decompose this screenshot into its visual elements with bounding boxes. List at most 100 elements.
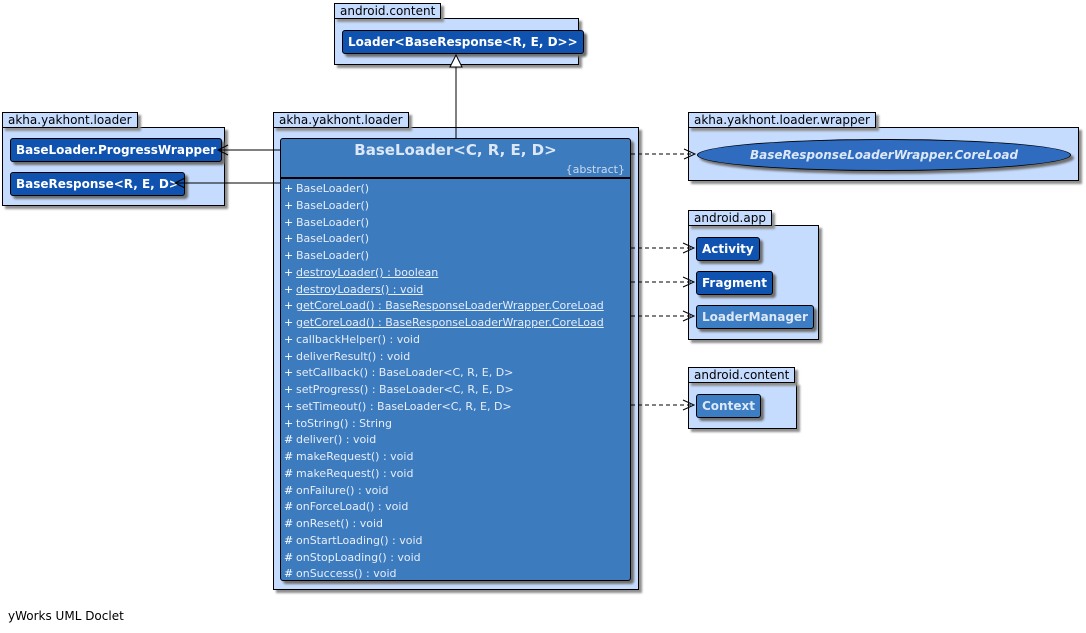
dependency-arrowhead-activity	[682, 242, 696, 254]
operation-signature: onSuccess() : void	[296, 567, 397, 581]
operation-row[interactable]: #makeRequest() : void	[284, 449, 626, 466]
public-marker: +	[284, 316, 294, 329]
operation-signature: BaseLoader()	[296, 182, 370, 195]
dependency-arrowhead-fragment	[682, 276, 696, 288]
protected-marker: #	[284, 433, 294, 447]
operation-row[interactable]: +getCoreLoad() : BaseResponseLoaderWrapp…	[284, 315, 626, 332]
operation-signature: BaseLoader()	[296, 215, 370, 229]
association-arrowhead-progress-wrapper	[216, 144, 229, 156]
operation-row[interactable]: +BaseLoader()	[284, 215, 626, 232]
operation-signature: makeRequest() : void	[296, 466, 414, 480]
class-context[interactable]: Context	[696, 394, 761, 418]
class-core-load[interactable]: BaseResponseLoaderWrapper.CoreLoad	[697, 139, 1071, 171]
operation-row[interactable]: #deliver() : void	[284, 432, 626, 449]
operation-signature: BaseLoader()	[296, 198, 370, 212]
protected-marker: #	[284, 483, 294, 497]
operation-signature: deliver() : void	[296, 433, 377, 447]
operation-row[interactable]: +BaseLoader()	[284, 198, 626, 215]
public-marker: +	[284, 399, 294, 413]
public-marker: +	[284, 198, 294, 212]
operation-signature: BaseLoader()	[296, 249, 370, 262]
operation-row[interactable]: +setProgress() : BaseLoader<C, R, E, D>	[284, 382, 626, 399]
operation-signature: destroyLoader() : boolean	[296, 265, 439, 279]
operation-row[interactable]: +BaseLoader()	[284, 231, 626, 248]
operation-row[interactable]: +BaseLoader()	[284, 248, 626, 265]
operation-signature: onForceLoad() : void	[296, 500, 409, 514]
operation-signature: toString() : String	[296, 416, 392, 430]
protected-marker: #	[284, 450, 294, 463]
operation-signature: onReset() : void	[296, 517, 383, 530]
public-marker: +	[284, 215, 294, 229]
operation-row[interactable]: +destroyLoader() : boolean	[284, 265, 626, 282]
package-label: akha.yakhont.loader	[273, 112, 409, 128]
dependency-arrowhead-context	[682, 399, 696, 411]
operation-row[interactable]: #makeRequest() : void	[284, 466, 626, 483]
operation-signature: callbackHelper() : void	[296, 332, 420, 346]
operation-row[interactable]: +setCallback() : BaseLoader<C, R, E, D>	[284, 365, 626, 382]
operation-signature: getCoreLoad() : BaseResponseLoaderWrappe…	[296, 299, 604, 313]
class-title: BaseLoader<C, R, E, D>	[354, 141, 557, 159]
operation-row[interactable]: #onStartLoading() : void	[284, 533, 626, 550]
public-marker: +	[284, 416, 294, 430]
public-marker: +	[284, 366, 294, 380]
operation-row[interactable]: #onReset() : void	[284, 516, 626, 533]
operations-list: +BaseLoader()+BaseLoader()+BaseLoader()+…	[284, 181, 626, 583]
operation-signature: BaseLoader()	[296, 232, 370, 246]
protected-marker: #	[284, 550, 294, 564]
operation-signature: setTimeout() : BaseLoader<C, R, E, D>	[296, 399, 512, 413]
operation-signature: makeRequest() : void	[296, 450, 414, 463]
package-label: android.content	[334, 3, 442, 19]
operation-signature: onStartLoading() : void	[296, 533, 423, 547]
operation-row[interactable]: +BaseLoader()	[284, 181, 626, 198]
class-base-response[interactable]: BaseResponse<R, E, D>	[10, 172, 185, 196]
package-label: android.app	[688, 210, 772, 226]
dependency-arrowhead-loader-manager	[682, 310, 696, 322]
operation-row[interactable]: #onFailure() : void	[284, 483, 626, 500]
protected-marker: #	[284, 533, 294, 547]
public-marker: +	[284, 232, 294, 246]
protected-marker: #	[284, 500, 294, 514]
package-label: akha.yakhont.loader.wrapper	[688, 112, 876, 128]
public-marker: +	[284, 349, 294, 363]
footer-credit: yWorks UML Doclet	[8, 609, 124, 623]
class-fragment[interactable]: Fragment	[696, 271, 773, 295]
operation-row[interactable]: +callbackHelper() : void	[284, 332, 626, 349]
operation-row[interactable]: +deliverResult() : void	[284, 349, 626, 366]
operation-signature: destroyLoaders() : void	[296, 282, 424, 296]
operation-signature: getCoreLoad() : BaseResponseLoaderWrappe…	[296, 316, 604, 329]
package-label: android.content	[688, 367, 796, 383]
operation-row[interactable]: #onStopLoading() : void	[284, 550, 626, 567]
operation-signature: setCallback() : BaseLoader<C, R, E, D>	[296, 366, 514, 380]
class-loader-manager[interactable]: LoaderManager	[696, 305, 814, 329]
public-marker: +	[284, 282, 294, 296]
package-label: akha.yakhont.loader	[2, 112, 138, 128]
public-marker: +	[284, 182, 294, 195]
class-progress-wrapper[interactable]: BaseLoader.ProgressWrapper	[10, 138, 223, 162]
operation-signature: onFailure() : void	[296, 483, 389, 497]
protected-marker: #	[284, 466, 294, 480]
operation-row[interactable]: +getCoreLoad() : BaseResponseLoaderWrapp…	[284, 298, 626, 315]
public-marker: +	[284, 332, 294, 346]
protected-marker: #	[284, 567, 294, 581]
compartment-divider	[281, 177, 630, 179]
operation-signature: deliverResult() : void	[296, 349, 411, 363]
operation-signature: setProgress() : BaseLoader<C, R, E, D>	[296, 383, 514, 396]
protected-marker: #	[284, 517, 294, 530]
operation-row[interactable]: +destroyLoaders() : void	[284, 282, 626, 299]
class-base-loader[interactable]: BaseLoader<C, R, E, D> {abstract} +BaseL…	[280, 138, 631, 581]
class-activity[interactable]: Activity	[696, 237, 760, 261]
association-arrowhead-base-response	[173, 177, 186, 189]
public-marker: +	[284, 299, 294, 313]
operation-row[interactable]: #onForceLoad() : void	[284, 499, 626, 516]
operation-row[interactable]: #onSuccess() : void	[284, 566, 626, 583]
generalization-arrowhead	[449, 53, 463, 68]
operation-row[interactable]: +setTimeout() : BaseLoader<C, R, E, D>	[284, 399, 626, 416]
operation-signature: onStopLoading() : void	[296, 550, 421, 564]
operation-row[interactable]: +toString() : String	[284, 416, 626, 433]
public-marker: +	[284, 383, 294, 396]
class-loader[interactable]: Loader<BaseResponse<R, E, D>>	[342, 30, 584, 54]
stereotype-label: {abstract}	[565, 163, 625, 176]
public-marker: +	[284, 249, 294, 262]
public-marker: +	[284, 265, 294, 279]
